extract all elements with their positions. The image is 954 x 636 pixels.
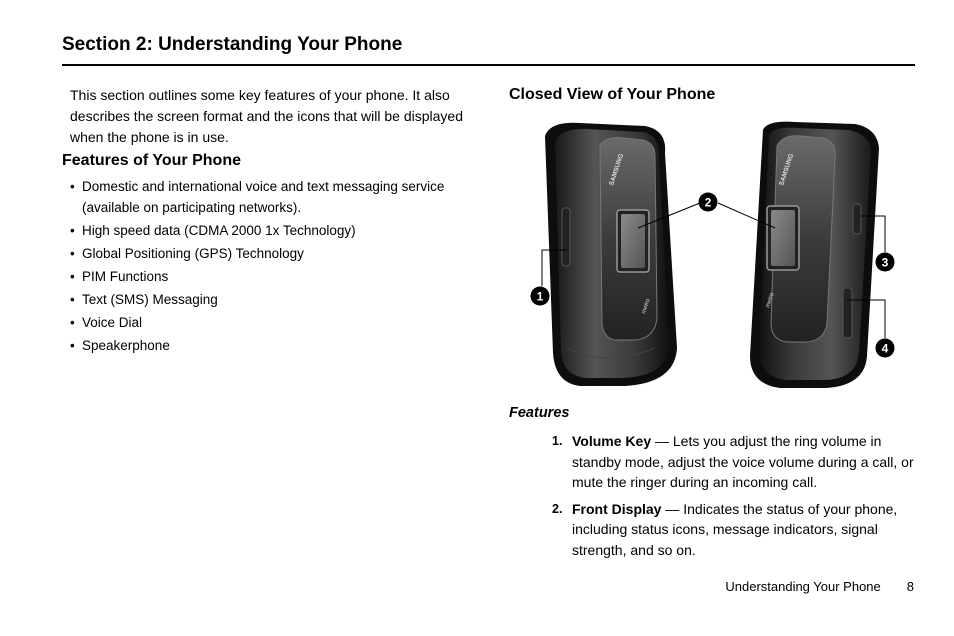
features-subheading: Features [509, 405, 570, 421]
feature-text: PIM Functions [82, 269, 169, 284]
carrier-logo: metro [641, 298, 652, 315]
item-description: — Indicates the status of your phone, in… [572, 500, 898, 558]
phone-illustration: SAMSUNG metro SAMSUNG metro 1 2 3 [530, 121, 895, 389]
list-item: •Domestic and international voice and te… [70, 179, 445, 215]
feature-text: High speed data (CDMA 2000 1x Technology… [82, 223, 356, 238]
list-item: •High speed data (CDMA 2000 1x Technolog… [70, 223, 356, 238]
list-item: •Speakerphone [70, 338, 170, 353]
feature-text: Text (SMS) Messaging [82, 292, 218, 307]
svg-text:3: 3 [882, 256, 889, 270]
item-number: 1. [552, 434, 563, 448]
svg-text:4: 4 [882, 342, 889, 356]
intro-paragraph: This section outlines some key features … [70, 87, 463, 145]
feature-text: Voice Dial [82, 315, 143, 330]
svg-text:1: 1 [537, 290, 544, 304]
page-number: 8 [906, 579, 914, 594]
carrier-logo: metro [765, 292, 776, 309]
features-heading: Features of Your Phone [62, 152, 241, 169]
feature-text: Global Positioning (GPS) Technology [82, 246, 304, 261]
item-description: — Lets you adjust the ring volume in sta… [572, 433, 914, 490]
callout-4: 4 [875, 338, 895, 358]
callout-1: 1 [530, 286, 550, 306]
header-rule [62, 64, 915, 66]
callout-3: 3 [875, 252, 895, 272]
list-item: •Global Positioning (GPS) Technology [70, 246, 304, 261]
features-list: •Domestic and international voice and te… [70, 176, 490, 358]
callout-2: 2 [698, 192, 718, 212]
item-term: Front Display [572, 500, 662, 517]
list-item: •Text (SMS) Messaging [70, 292, 218, 307]
feature-text: Speakerphone [82, 338, 170, 353]
callout-lines [541, 202, 886, 338]
feature-text: Domestic and international voice and tex… [82, 179, 445, 215]
closed-view-heading: Closed View of Your Phone [509, 86, 716, 103]
feature-descriptions: 1. Volume Key — Lets you adjust the ring … [552, 431, 917, 566]
phone-left: SAMSUNG metro [545, 122, 677, 386]
svg-text:2: 2 [705, 196, 712, 210]
phone-right: SAMSUNG metro [750, 121, 879, 389]
item-term: Volume Key [572, 433, 652, 449]
footer-label: Understanding Your Phone [725, 579, 881, 594]
item-number: 2. [552, 501, 563, 516]
list-item: 1. Volume Key — Lets you adjust the ring … [552, 431, 917, 493]
list-item: •PIM Functions [70, 269, 169, 284]
list-item: 2. Front Display — Indicates the status o… [552, 499, 917, 561]
section-title: Section 2: Understanding Your Phone [62, 34, 403, 55]
list-item: •Voice Dial [70, 315, 143, 330]
page-footer: Understanding Your Phone 8 [725, 579, 914, 594]
